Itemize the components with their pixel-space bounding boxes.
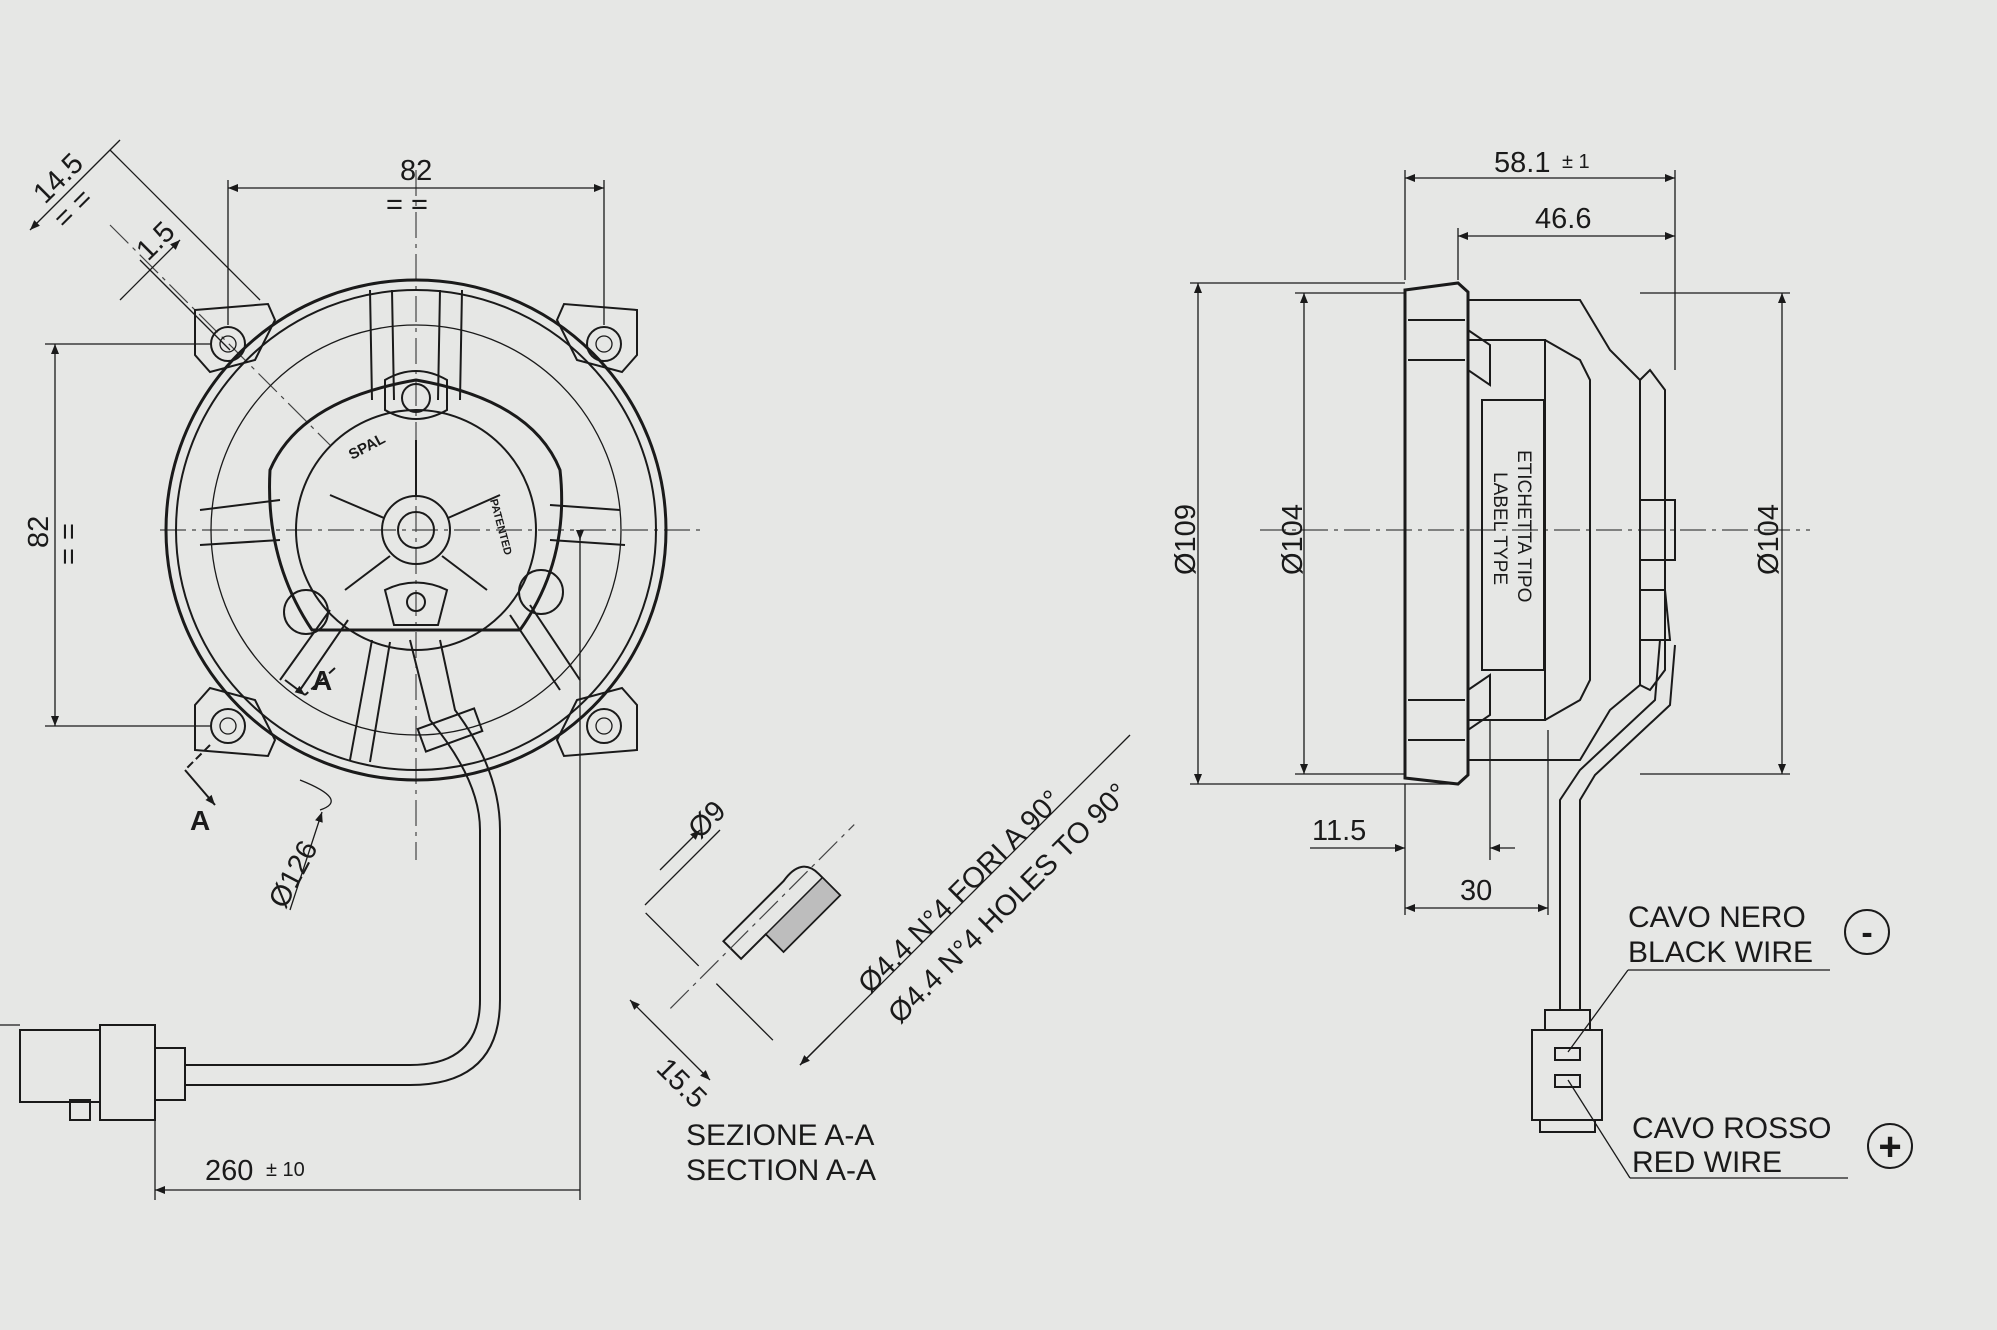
dim-d104-right: Ø104 <box>1640 292 1790 775</box>
dim-58-1: 58.1 ± 1 <box>1404 147 1676 370</box>
fan-connector <box>0 1024 186 1121</box>
dim-diameter-109: Ø109 <box>1170 504 1202 575</box>
dim-cable-260: 260 ± 10 <box>154 530 584 1200</box>
dim-diameter-104-right: Ø104 <box>1753 504 1785 575</box>
dim-overall-depth: 58.1 <box>1494 147 1550 179</box>
section-title-it: SEZIONE A-A <box>686 1119 874 1152</box>
dim-left-equal: = = <box>53 523 85 565</box>
hub-patented-text: PATENTED <box>487 498 514 557</box>
black-wire-symbol: - <box>1861 914 1872 952</box>
outer-shroud-ring <box>164 278 668 782</box>
dim-thirty: 30 <box>1460 875 1492 907</box>
dim-82-top: 82 = = <box>227 155 605 325</box>
dim-diameter-104-left: Ø104 <box>1277 504 1309 575</box>
wire-callouts: CAVO NERO BLACK WIRE - CAVO ROSSO RED WI… <box>1567 901 1913 1179</box>
side-wire <box>1531 639 1676 1133</box>
guard-ring <box>210 324 622 736</box>
side-flange <box>1403 281 1470 786</box>
dim-d104-left: Ø104 <box>1277 292 1405 775</box>
dim-46-6: 46.6 <box>1457 203 1675 280</box>
dim-diameter-126: Ø126 <box>263 779 332 914</box>
holes-note-en: Ø4.4 N°4 HOLES TO 90° <box>882 777 1135 1030</box>
dim-flange-11-5: 11.5 <box>1312 815 1366 847</box>
plus-symbol-circle <box>1867 1123 1913 1169</box>
dim-left-height: 82 <box>23 516 55 548</box>
dim-d109: Ø109 <box>1170 282 1458 785</box>
dim-corner: 14.5 = = 1.5 <box>27 139 261 351</box>
label-type-it: ETICHETTA TIPO <box>1513 450 1534 602</box>
hub-brand-text: SPAL <box>346 430 388 463</box>
front-view: SPAL PATENTED 82 = = <box>0 139 700 1200</box>
mounting-holes <box>210 326 622 744</box>
fan-cable <box>185 639 501 1086</box>
section-view: Ø9 15.5 Ø4.4 N°4 FORI A 90° Ø4.4 N°4 HOL… <box>629 734 1135 1187</box>
mounting-ears <box>194 302 638 758</box>
dim-depth-15-5: 15.5 <box>650 1052 713 1115</box>
inner-shroud-ring <box>175 289 657 771</box>
side-motor-cap <box>1639 368 1666 692</box>
dim-top-width: 82 <box>400 155 432 187</box>
black-wire-en: BLACK WIRE <box>1628 936 1813 969</box>
side-view: ETICHETTA TIPO LABEL TYPE 58.1 ± 1 46.6 <box>1170 147 1913 1179</box>
minus-symbol-circle <box>1844 909 1890 955</box>
dim-body-depth: 46.6 <box>1535 203 1591 235</box>
side-housing <box>1468 299 1641 761</box>
section-title-en: SECTION A-A <box>686 1154 876 1187</box>
black-wire-it: CAVO NERO <box>1628 901 1806 934</box>
section-markers: A A <box>184 665 336 836</box>
section-marker-upper: A <box>312 665 332 696</box>
diagonal-centerline <box>109 224 331 446</box>
red-wire-symbol: + <box>1878 1125 1901 1169</box>
dim-11-5: 11.5 <box>1310 720 1515 915</box>
dim-1-5: 1.5 <box>130 216 181 267</box>
dim-overall-tolerance: ± 1 <box>1562 151 1590 173</box>
section-marker-lower: A <box>190 805 210 836</box>
dim-d126: Ø126 <box>263 836 325 914</box>
guard-spokes <box>199 289 626 763</box>
dim-82-left: 82 = = <box>23 343 210 727</box>
dim-top-equal: = = <box>386 189 428 221</box>
red-wire-en: RED WIRE <box>1632 1146 1782 1179</box>
dim-cable-length: 260 <box>205 1155 253 1187</box>
red-wire-it: CAVO ROSSO <box>1632 1112 1831 1145</box>
dim-hole-d9: Ø9 <box>682 795 732 845</box>
motor-hub: SPAL PATENTED <box>268 370 564 651</box>
dim-30: 30 <box>1405 730 1549 915</box>
label-type-plate <box>1481 399 1545 671</box>
dim-cable-tolerance: ± 10 <box>266 1159 305 1181</box>
label-type-en: LABEL TYPE <box>1489 472 1510 585</box>
